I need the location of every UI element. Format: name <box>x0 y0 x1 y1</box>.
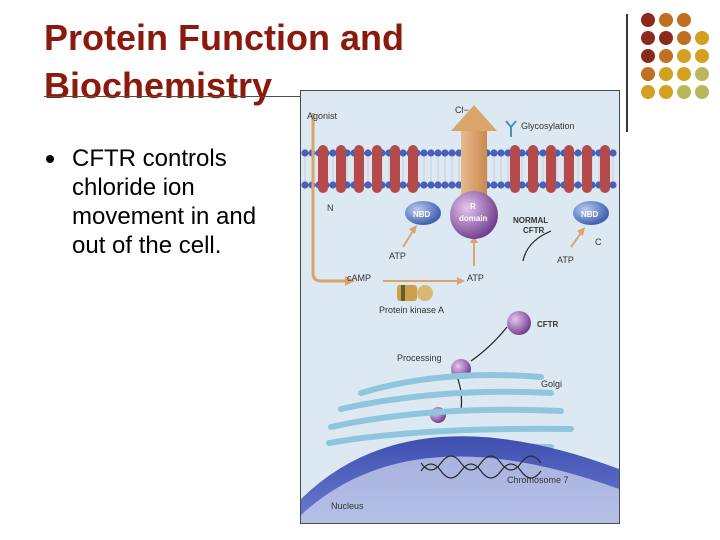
r-domain <box>450 191 498 239</box>
label-atp-1: ATP <box>389 251 406 261</box>
label-atp-2: ATP <box>467 273 484 283</box>
label-c: C <box>595 237 602 247</box>
bullet-dot-icon <box>46 155 54 163</box>
decorative-dot <box>641 85 655 99</box>
label-normal-2: CFTR <box>523 226 545 235</box>
nbd-right <box>573 201 609 225</box>
label-nbd-left: NBD <box>413 210 431 219</box>
transmembrane-helix <box>408 145 418 193</box>
label-nbd-right: NBD <box>581 210 599 219</box>
decorative-dot <box>659 13 673 27</box>
decorative-dot <box>677 31 691 45</box>
agonist-arrow <box>311 113 345 283</box>
decorative-dot <box>641 13 655 27</box>
slide-title: Protein Function and Biochemistry <box>44 14 464 110</box>
dna-helix-icon <box>420 455 542 479</box>
transmembrane-helix <box>372 145 382 193</box>
label-cftr: CFTR <box>537 320 559 329</box>
decorative-dot <box>677 49 691 63</box>
transmembrane-helix <box>564 145 574 193</box>
decorative-dot-grid <box>641 13 709 99</box>
label-normal-1: NORMAL <box>513 216 548 225</box>
bullet-list: CFTR controls chloride ion movement in a… <box>44 144 284 260</box>
label-processing: Processing <box>397 353 442 363</box>
cftr-vesicle <box>507 311 531 335</box>
decorative-dot <box>641 49 655 63</box>
label-chromosome: Chromosome 7 <box>507 475 569 485</box>
bullet-text: CFTR controls chloride ion movement in a… <box>72 145 257 259</box>
transmembrane-helices <box>318 145 610 193</box>
label-agonist: Agonist <box>307 111 338 121</box>
nbd-left <box>405 201 441 225</box>
decorative-dot <box>659 85 673 99</box>
title-divider <box>44 96 444 97</box>
label-nucleus: Nucleus <box>331 501 364 511</box>
decorative-dot <box>659 49 673 63</box>
decorative-dot <box>677 85 691 99</box>
transmembrane-helix <box>546 145 556 193</box>
decorative-dot <box>677 67 691 81</box>
decorative-dot <box>695 31 709 45</box>
decorative-dot <box>659 67 673 81</box>
decorative-dot <box>641 67 655 81</box>
decorative-dot <box>695 85 709 99</box>
transmembrane-helix <box>390 145 400 193</box>
slide-title-line-2: Biochemistry <box>44 65 273 106</box>
protein-kinase-a-icon <box>397 285 433 301</box>
decorative-dot <box>641 31 655 45</box>
label-golgi: Golgi <box>541 379 562 389</box>
transmembrane-helix <box>336 145 346 193</box>
transmembrane-helix <box>528 145 538 193</box>
cftr-diagram-svg: Agonist Cl− Glycosylation N NBD R domain… <box>301 91 619 523</box>
transmembrane-helix <box>510 145 520 193</box>
decorative-dot <box>695 49 709 63</box>
slide-title-line-1: Protein Function and <box>44 17 404 58</box>
label-camp: cAMP <box>347 273 371 283</box>
label-cl: Cl− <box>455 105 469 115</box>
label-glycosylation: Glycosylation <box>521 121 575 131</box>
cftr-diagram: Agonist Cl− Glycosylation N NBD R domain… <box>300 90 620 524</box>
transmembrane-helix <box>600 145 610 193</box>
label-n: N <box>327 203 334 213</box>
label-r-domain-2: domain <box>459 214 488 223</box>
transmembrane-helix <box>318 145 328 193</box>
label-protein-kinase-a: Protein kinase A <box>379 305 444 315</box>
bullet-item: CFTR controls chloride ion movement in a… <box>44 144 284 260</box>
transmembrane-helix <box>354 145 364 193</box>
decorative-dot <box>659 31 673 45</box>
decorative-dot <box>695 67 709 81</box>
glycosylation-icon <box>505 120 517 137</box>
label-r-domain-1: R <box>470 202 476 211</box>
transmembrane-helix <box>582 145 592 193</box>
decorative-vertical-line <box>626 14 628 132</box>
decorative-dot <box>677 13 691 27</box>
label-atp-3: ATP <box>557 255 574 265</box>
